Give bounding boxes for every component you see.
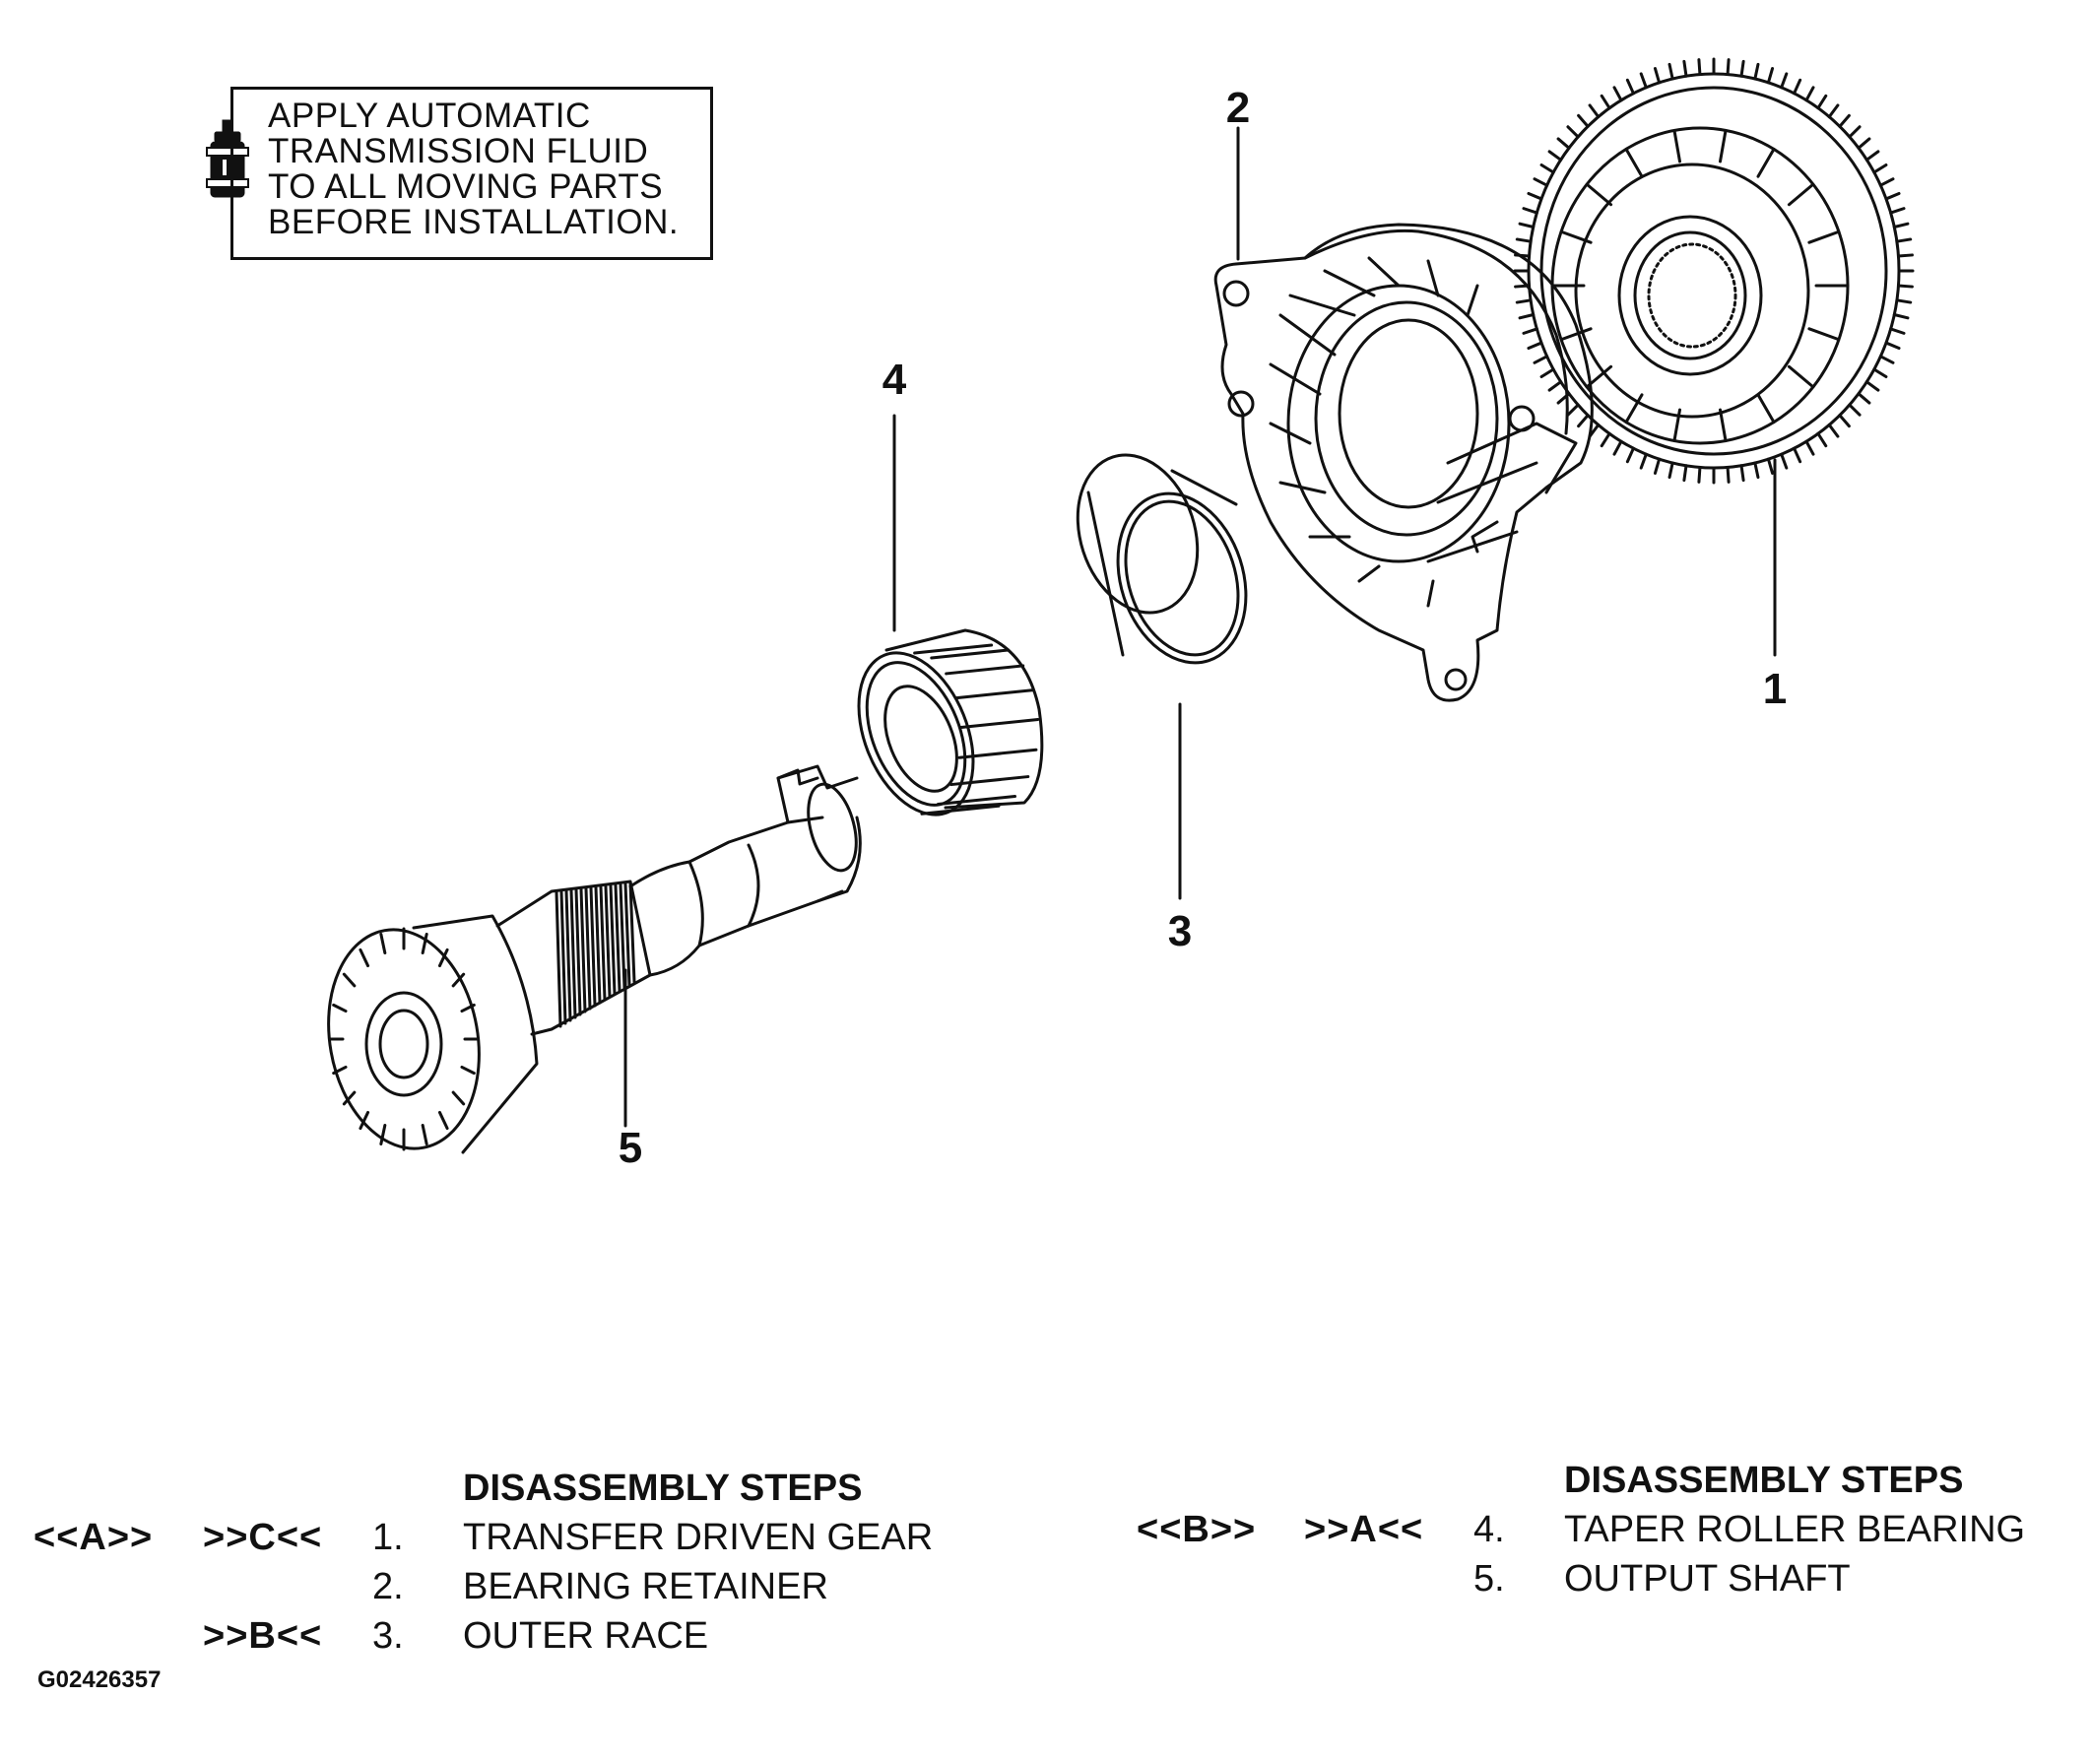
figure-id: G02426357 <box>37 1666 162 1693</box>
legend-header: DISASSEMBLY STEPS <box>1564 1460 1964 1501</box>
taper-roller-bearing <box>857 628 1044 817</box>
callout-2: 2 <box>1226 84 1250 132</box>
note-line: BEFORE INSTALLATION. <box>268 203 680 241</box>
note-line: APPLY AUTOMATIC <box>268 97 591 135</box>
legend-step-label: OUTPUT SHAFT <box>1564 1558 1851 1600</box>
fluid-note-text: APPLY AUTOMATIC TRANSMISSION FLUID TO AL… <box>268 98 701 240</box>
legend-code-a: <<B>> <box>1137 1509 1257 1550</box>
legend-step-number: 1. <box>372 1517 404 1558</box>
outer-race <box>1076 453 1248 665</box>
legend-step-number: 2. <box>372 1566 404 1607</box>
callout-4: 4 <box>883 356 907 404</box>
legend-code-a: <<A>> <box>33 1517 154 1558</box>
legend-step-number: 4. <box>1473 1509 1505 1550</box>
callout-5: 5 <box>619 1124 642 1172</box>
leader-lines <box>623 126 1777 1128</box>
legend-step-number: 5. <box>1473 1558 1505 1600</box>
legend-code-b: >>A<< <box>1304 1509 1424 1550</box>
legend-step-number: 3. <box>372 1615 404 1657</box>
legend-header: DISASSEMBLY STEPS <box>463 1468 863 1509</box>
callout-3: 3 <box>1168 907 1192 955</box>
legend-step-label: OUTER RACE <box>463 1615 709 1657</box>
note-line: TRANSMISSION FLUID <box>268 132 649 170</box>
callout-1: 1 <box>1763 665 1787 713</box>
transfer-driven-gear <box>1513 57 1915 485</box>
oil-bottle-icon <box>206 119 249 198</box>
gear-teeth <box>1513 57 1915 485</box>
legend-step-label: BEARING RETAINER <box>463 1566 828 1607</box>
legend-step-label: TRANSFER DRIVEN GEAR <box>463 1517 934 1558</box>
legend-code-b: >>C<< <box>203 1517 323 1558</box>
legend-step-label: TAPER ROLLER BEARING <box>1564 1509 2026 1550</box>
fluid-note-box <box>230 87 713 260</box>
legend-code-b: >>B<< <box>203 1615 323 1657</box>
note-line: TO ALL MOVING PARTS <box>268 167 664 206</box>
bearing-retainer <box>1213 223 1594 702</box>
output-shaft <box>327 764 862 1154</box>
